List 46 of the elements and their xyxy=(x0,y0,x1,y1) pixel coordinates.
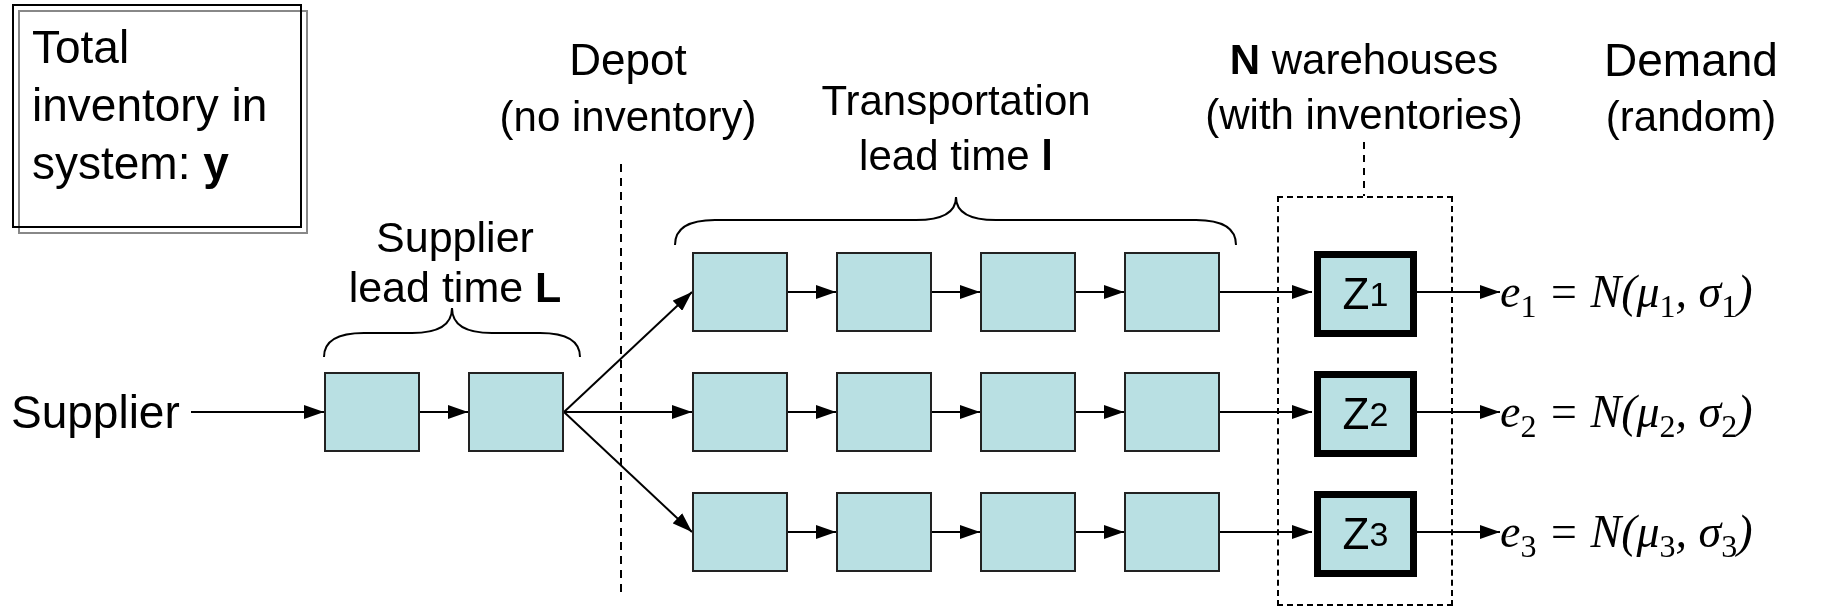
arrow xyxy=(1219,285,1313,299)
arrow xyxy=(563,405,693,419)
arrow xyxy=(931,525,981,539)
stage-box xyxy=(836,492,932,572)
stage-box xyxy=(468,372,564,452)
annotation-label: Transportation lead time l xyxy=(820,76,1092,181)
arrow xyxy=(787,525,837,539)
arrow xyxy=(1075,405,1125,419)
annotation-label: (no inventory) xyxy=(499,92,757,142)
demand-formula: e$_{2}$ = N(μ$_{2}$, σ$_{2}$) xyxy=(1500,382,1800,442)
stage-box xyxy=(692,492,788,572)
arrow xyxy=(563,411,693,533)
arrow xyxy=(419,405,469,419)
stage-box xyxy=(980,372,1076,452)
stage-box xyxy=(836,372,932,452)
arrow xyxy=(931,405,981,419)
annotation-label: Depot xyxy=(569,35,687,85)
arrow xyxy=(787,405,837,419)
demand-formula: e$_{3}$ = N(μ$_{3}$, σ$_{3}$) xyxy=(1500,502,1800,562)
stage-box xyxy=(324,372,420,452)
arrow xyxy=(563,291,693,413)
stage-box xyxy=(1124,252,1220,332)
arrow xyxy=(1075,525,1125,539)
stage-box xyxy=(980,252,1076,332)
annotation-label: Demand xyxy=(1604,34,1778,86)
arrow xyxy=(190,405,325,419)
arrow xyxy=(1075,285,1125,299)
stage-box xyxy=(836,252,932,332)
stage-box xyxy=(692,372,788,452)
stage-box xyxy=(692,252,788,332)
stage-box xyxy=(1124,372,1220,452)
arrow xyxy=(787,285,837,299)
stage-box xyxy=(980,492,1076,572)
stage-box xyxy=(1124,492,1220,572)
subheading-text: (with inventories) xyxy=(1205,90,1523,140)
annotation-label: Supplier lead time L xyxy=(347,212,563,312)
connector-line xyxy=(1363,141,1365,197)
annotation-label: (random) xyxy=(1605,92,1777,142)
demand-formula: e$_{1}$ = N(μ$_{1}$, σ$_{1}$) xyxy=(1500,262,1800,322)
heading-text: N warehouses xyxy=(1229,35,1499,85)
note-box: Total inventory in system: y xyxy=(12,4,308,234)
arrow xyxy=(1219,525,1313,539)
arrow xyxy=(931,285,981,299)
supplier-label: Supplier xyxy=(11,386,191,438)
warehouse-group xyxy=(1277,196,1453,606)
arrow xyxy=(1219,405,1313,419)
